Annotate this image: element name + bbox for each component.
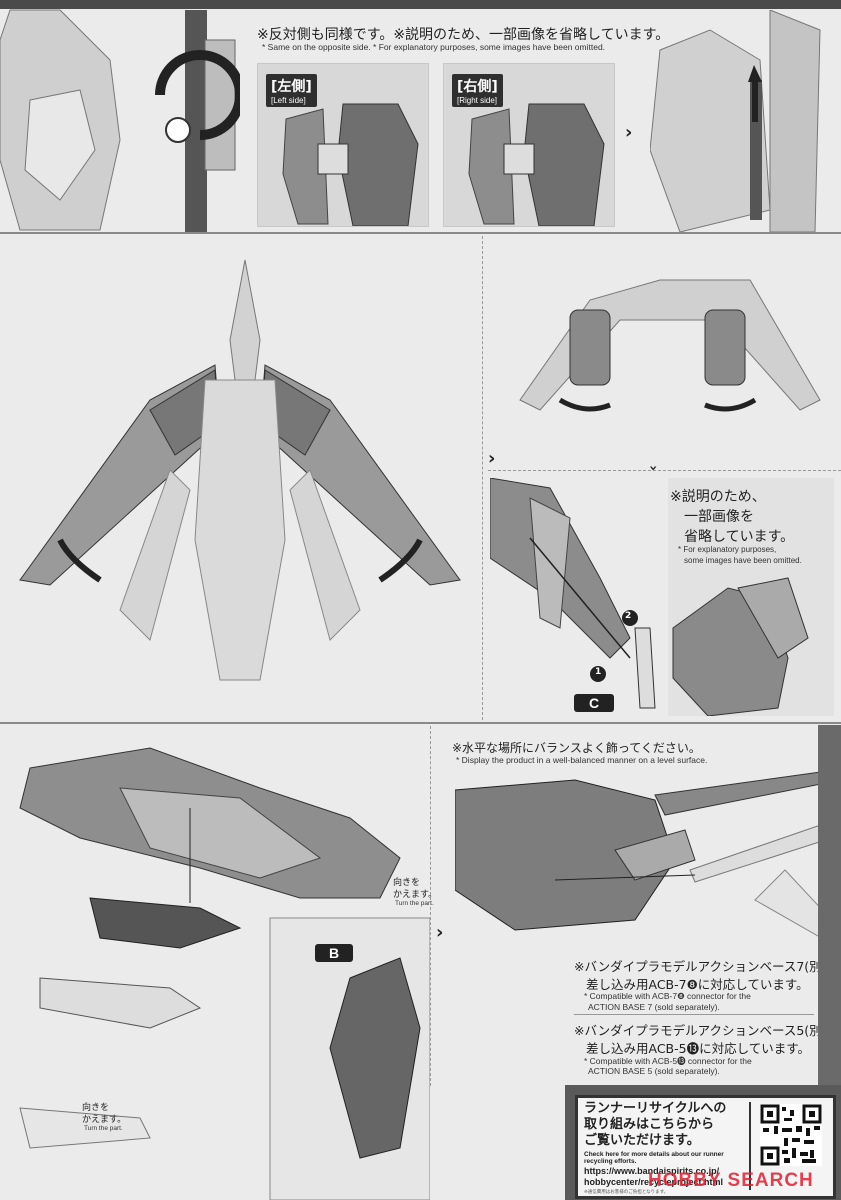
acb5-jp-1: ※バンダイプラモデルアクションベース5(別売り) (574, 1023, 841, 1038)
recycle-jp-1: ランナーリサイクルへの (584, 1101, 727, 1116)
acb5-en-1: * Compatible with ACB-5⓭ connector for t… (584, 1056, 752, 1066)
robot-flight-illustration (19, 747, 430, 1200)
step-2-marker (622, 610, 638, 626)
acb7-jp-2: 差し込み用ACB-7❽に対応しています。 (586, 977, 809, 992)
right-side-tag-jp: [右側] (457, 79, 498, 95)
omitted-note-jp-1: ※説明のため、 (670, 489, 766, 505)
left-side-panel: [左側] [Left side] (257, 63, 429, 227)
step-arrow-icon: › (625, 122, 633, 143)
turn-note-1-jp-b: かえます。 (393, 890, 438, 900)
vertical-divider-2 (430, 726, 431, 1086)
acb7-en-1: * Compatible with ACB-7❽ connector for t… (584, 991, 751, 1001)
action-base-arm (689, 819, 841, 883)
rifle-part (39, 977, 202, 1029)
turn-note-2-jp-a: 向きを (82, 1103, 110, 1113)
shield-left-illustration (282, 103, 419, 226)
connector-illustration (490, 478, 656, 709)
step-1-label: 1 (595, 667, 602, 677)
watermark-text: HOBBY SEARCH (648, 1170, 814, 1191)
left-side-tag-en: [Left side] (271, 96, 306, 105)
right-side-panel: [右側] [Right side] (443, 63, 615, 227)
acb5-en-2: ACTION BASE 5 (sold separately). (588, 1066, 720, 1076)
step-arrow-down-icon: › (644, 465, 661, 471)
note-divider (574, 1014, 814, 1015)
shield-part (89, 897, 242, 949)
omitted-note-en-1: * For explanatory purposes, (678, 545, 777, 554)
recycle-jp-2: 取り組みはこちらから (584, 1117, 715, 1132)
turn-note-1-jp-a: 向きを (393, 878, 421, 888)
acb5-jp-2: 差し込み用ACB-5⓭に対応しています。 (586, 1041, 810, 1056)
recycle-info-box: ランナーリサイクルへの 取り組みはこちらから ご覧いただけます。 Check h… (575, 1095, 836, 1199)
detail-illustration (672, 577, 809, 716)
rifle-part-turned (19, 1107, 151, 1149)
shield-right-illustration (468, 103, 605, 226)
action-base-illustration (455, 770, 841, 940)
recycle-en: Check here for more details about our ru… (584, 1151, 724, 1165)
robot-illustration-top-left (0, 9, 240, 232)
vertical-divider (482, 236, 483, 720)
recycle-url-1[interactable]: https://www.bandaispirits.co.jp/ (584, 1166, 720, 1176)
omitted-note-en-2: some images have been omitted. (684, 556, 802, 565)
omitted-note-jp-3: 省略しています。 (684, 529, 795, 545)
turn-note-1-en: Turn the part. (395, 900, 434, 907)
rotate-right-arrow-icon (378, 538, 423, 583)
display-note-jp: ※水平な場所にバランスよく飾ってください。 (452, 741, 701, 755)
step-1-marker (590, 666, 606, 682)
rotate-left-arrow-icon (57, 538, 102, 583)
section-divider (0, 232, 841, 234)
top-note-en: * Same on the opposite side. * For expla… (262, 42, 606, 52)
part-label-b: B (315, 944, 353, 962)
left-side-tag: [左側] [Left side] (266, 74, 317, 107)
recycle-divider (749, 1102, 751, 1190)
left-side-tag-jp: [左側] (271, 79, 312, 95)
step-arrow-icon-2: › (488, 448, 496, 469)
top-band (0, 0, 841, 9)
omitted-note-jp-2: 一部画像を (684, 509, 754, 525)
acb7-en-2: ACTION BASE 7 (sold separately). (588, 1002, 720, 1012)
turn-note-2-en: Turn the part. (84, 1125, 123, 1132)
omitted-note-panel: ※説明のため、 一部画像を 省略しています。 * For explanatory… (668, 478, 834, 716)
step-arrow-icon-3: › (436, 922, 444, 943)
acb7-jp-1: ※バンダイプラモデルアクションベース7(別売り) (574, 959, 841, 974)
robot-illustration-top-right (650, 10, 821, 232)
rotate-arrow-icon (155, 50, 240, 140)
robot-wings-illustration (19, 259, 461, 681)
page-edge-band (818, 725, 841, 1085)
turn-note-2-jp-b: かえます。 (82, 1115, 127, 1125)
backpack-illustration (519, 279, 821, 412)
section-divider-2 (0, 722, 841, 724)
up-arrow-icon (748, 65, 762, 82)
right-side-tag: [右側] [Right side] (452, 74, 503, 107)
top-note-jp: ※反対側も同様です。※説明のため、一部画像を省略しています。 (257, 27, 670, 43)
qr-code-icon[interactable] (760, 1104, 822, 1166)
watermark: HOBBY SEARCH (648, 1170, 814, 1192)
recycle-small-jp: ※通信費用はお客様のご負担となります。 (584, 1190, 669, 1195)
recycle-jp-3: ご覧いただけます。 (584, 1133, 700, 1148)
step-2-label: 2 (625, 611, 632, 621)
horizontal-divider (488, 470, 841, 471)
right-side-tag-en: [Right side] (457, 96, 498, 105)
part-label-c: C (574, 694, 614, 712)
recycle-url-2[interactable]: hobbycenter/recycleproject.html (584, 1177, 724, 1187)
display-note-en: * Display the product in a well-balanced… (456, 755, 708, 765)
